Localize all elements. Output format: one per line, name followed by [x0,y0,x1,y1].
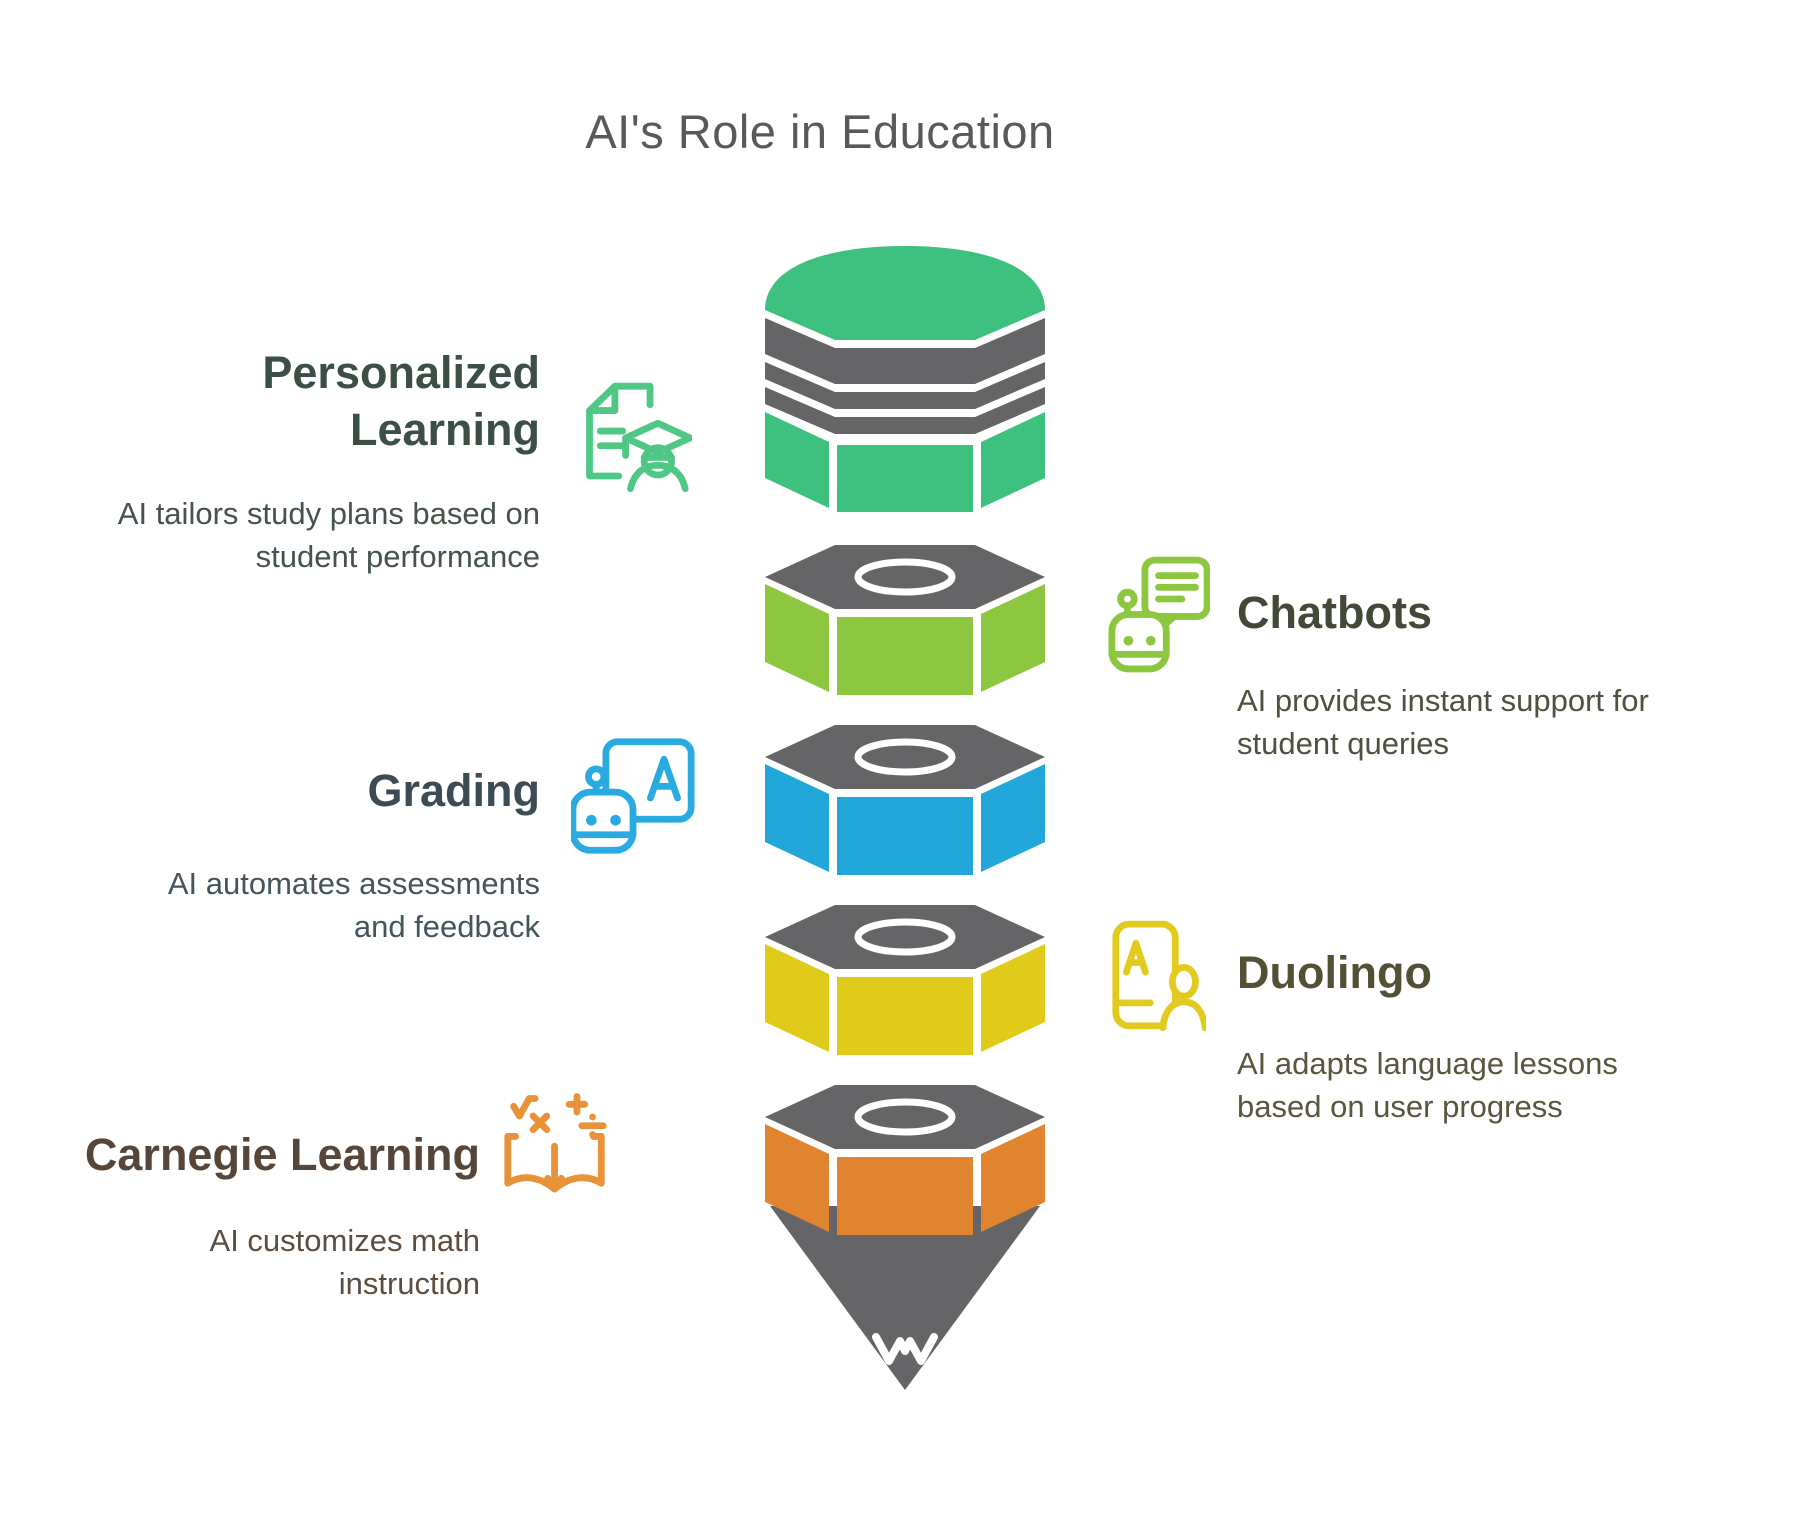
duolingo-description: AI adapts language lessons based on user… [1237,1046,1618,1124]
pencil-segment-blue [765,725,1045,875]
carnegie-learning-description: AI customizes math instruction [209,1223,480,1301]
pencil-segment-yellow [765,905,1045,1055]
robot-chat-icon [1108,553,1210,677]
personalized-learning-heading: Personalized Learning [262,347,540,455]
document-graduate-icon [570,376,692,494]
grading-description: AI automates assessments and feedback [167,866,540,944]
pencil-segment-green [765,412,1045,512]
page-title: AI's Role in Education [585,105,1055,158]
pencil-segment-orange [765,1085,1045,1235]
grading-heading: Grading [367,765,540,816]
chatbots-description: AI provides instant support for student … [1237,683,1649,761]
pencil-segment-lime [765,545,1045,695]
pencil-tip-zigzag [872,1333,938,1365]
language-app-icon [1110,915,1206,1037]
personalized-learning-description: AI tailors study plans based on student … [117,496,540,574]
pencil-ferrule [765,318,1045,434]
math-book-icon [500,1090,612,1217]
duolingo-heading: Duolingo [1237,947,1432,998]
pencil-eraser [765,246,1045,340]
pencil-tip [770,1206,1040,1390]
pencil-graphic [760,240,1050,1410]
chatbots-heading: Chatbots [1237,587,1432,638]
carnegie-learning-heading: Carnegie Learning [84,1129,480,1180]
robot-grading-icon [571,737,695,857]
